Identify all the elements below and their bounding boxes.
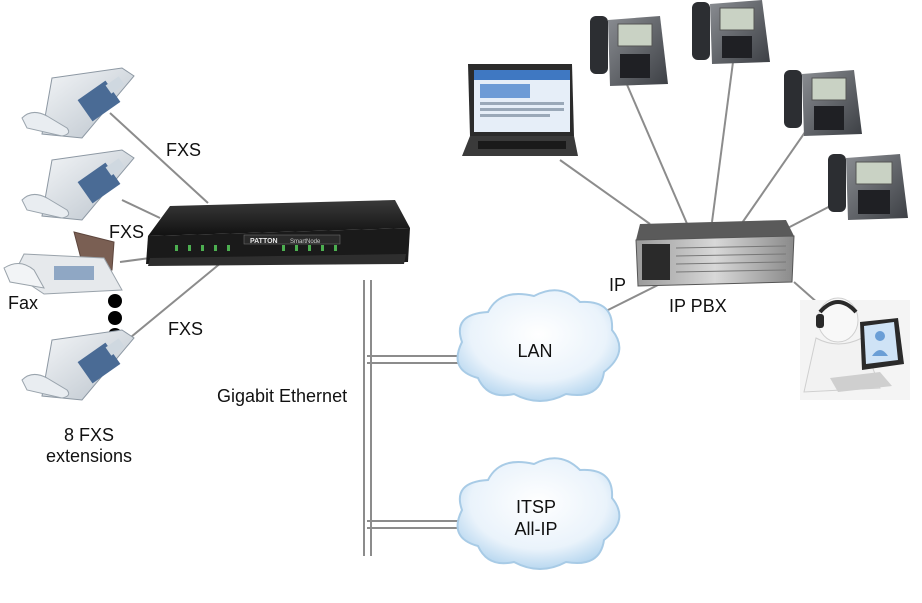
ip-label: IP [609, 275, 627, 295]
fxs-line-2 [121, 199, 161, 219]
phone-line-2 [711, 61, 734, 223]
itsp-label-line1: ITSP [515, 497, 556, 517]
fxs-label-bottom: FXS [168, 319, 204, 339]
gigabit-ethernet-label: Gigabit Ethernet [217, 386, 348, 406]
itsp-label-line2: All-IP [514, 518, 558, 539]
fax-label: Fax [8, 293, 39, 313]
fax-machine-icon [3, 231, 123, 295]
ip-phone-3-icon [784, 70, 862, 136]
ip-pbx-label: IP PBX [669, 296, 727, 316]
lan-cloud-icon [456, 289, 621, 402]
fxs-label-mid: FXS [109, 222, 145, 242]
lan-label: LAN [517, 341, 553, 361]
phone-line-3 [741, 124, 811, 224]
fxs-line-1 [109, 112, 209, 204]
device-model-text: SmartNode [290, 239, 321, 245]
agent-headset-icon [800, 297, 910, 400]
phone-line-1 [624, 79, 689, 227]
extensions-label-line1: 8 FXS [63, 425, 115, 445]
analog-phone-2 [21, 149, 135, 221]
extensions-label: 8 FXS extensions [34, 425, 144, 466]
ip-phone-4-icon [828, 154, 908, 220]
device-brand-text: PATTON [250, 238, 278, 245]
laptop-icon [462, 64, 578, 156]
laptop-line [559, 159, 651, 225]
fxs-label-top: FXS [166, 140, 202, 160]
ip-pbx-server-icon [635, 220, 795, 287]
fax-line [119, 257, 151, 263]
analog-phone-3 [21, 329, 135, 401]
analog-phone-1 [21, 67, 135, 139]
smartnode-gateway-icon [146, 200, 410, 266]
extensions-label-line2: extensions [45, 445, 133, 466]
itsp-cloud-icon [456, 457, 621, 570]
itsp-label: ITSP All-IP [496, 497, 576, 540]
ip-phone-1-icon [590, 16, 668, 86]
ip-phone-2-icon [692, 0, 770, 64]
